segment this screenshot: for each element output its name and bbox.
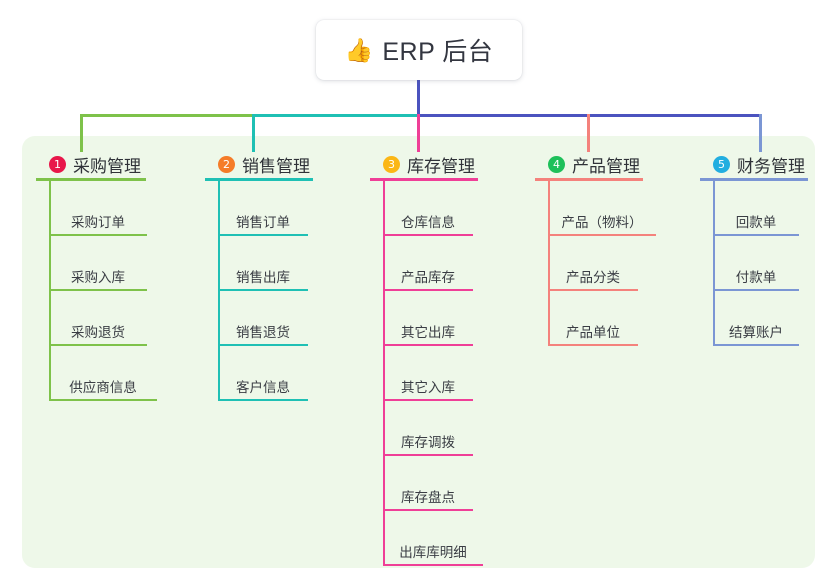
item-label: 产品（物料） (561, 215, 643, 230)
list-item[interactable]: 出库库明细 (383, 511, 483, 566)
list-item[interactable]: 仓库信息 (383, 181, 473, 236)
item-label: 采购订单 (71, 215, 125, 230)
branch-header-purchasing[interactable]: 1 采购管理 (36, 147, 157, 181)
item-label: 销售出库 (236, 270, 290, 285)
list-item[interactable]: 其它出库 (383, 291, 473, 346)
list-item[interactable]: 产品分类 (548, 236, 638, 291)
list-item[interactable]: 客户信息 (218, 346, 308, 401)
item-label: 其它入库 (401, 380, 455, 395)
branch-header-sales[interactable]: 2 销售管理 (205, 147, 313, 181)
list-item[interactable]: 回款单 (713, 181, 799, 236)
list-item[interactable]: 库存盘点 (383, 456, 473, 511)
list-item[interactable]: 供应商信息 (49, 346, 157, 401)
list-item[interactable]: 采购入库 (49, 236, 147, 291)
branch-column-finance: 5 财务管理 回款单 付款单 结算账户 (700, 147, 808, 346)
branch-items-purchasing: 采购订单 采购入库 采购退货 供应商信息 (49, 181, 157, 401)
branch-header-inventory[interactable]: 3 库存管理 (370, 147, 483, 181)
item-label: 销售退货 (236, 325, 290, 340)
branch-badge-5: 5 (713, 155, 730, 173)
branch-column-sales: 2 销售管理 销售订单 销售出库 销售退货 客户信息 (205, 147, 313, 401)
root-node[interactable]: 👍 ERP 后台 (316, 20, 522, 80)
list-item[interactable]: 其它入库 (383, 346, 473, 401)
item-label: 其它出库 (401, 325, 455, 340)
list-item[interactable]: 产品库存 (383, 236, 473, 291)
branch-header-product[interactable]: 4 产品管理 (535, 147, 656, 181)
list-item[interactable]: 采购订单 (49, 181, 147, 236)
list-item[interactable]: 销售订单 (218, 181, 308, 236)
list-item[interactable]: 产品单位 (548, 291, 638, 346)
branch-badge-4: 4 (548, 155, 565, 173)
branch-items-inventory: 仓库信息 产品库存 其它出库 其它入库 库存调拨 库存盘点 出库库明细 (383, 181, 483, 566)
branch-badge-1: 1 (49, 155, 66, 173)
list-item[interactable]: 销售退货 (218, 291, 308, 346)
branch-column-inventory: 3 库存管理 仓库信息 产品库存 其它出库 其它入库 库存调拨 库存盘点 (370, 147, 483, 566)
branch-title-inventory: 库存管理 (407, 156, 475, 176)
item-label: 产品单位 (566, 325, 620, 340)
item-label: 回款单 (735, 215, 777, 230)
list-item[interactable]: 结算账户 (713, 291, 799, 346)
branch-badge-3: 3 (383, 155, 400, 173)
list-item[interactable]: 库存调拨 (383, 401, 473, 456)
item-label: 库存盘点 (401, 490, 455, 505)
branch-title-product: 产品管理 (572, 156, 640, 176)
item-label: 出库库明细 (399, 545, 467, 560)
list-item[interactable]: 付款单 (713, 236, 799, 291)
branch-items-sales: 销售订单 销售出库 销售退货 客户信息 (218, 181, 310, 401)
branch-badge-2: 2 (218, 155, 235, 173)
branch-header-finance[interactable]: 5 财务管理 (700, 147, 808, 181)
branch-column-purchasing: 1 采购管理 采购订单 采购入库 采购退货 供应商信息 (36, 147, 157, 401)
branch-items-product: 产品（物料） 产品分类 产品单位 (548, 181, 656, 346)
item-label: 仓库信息 (401, 215, 455, 230)
branch-title-sales: 销售管理 (242, 156, 310, 176)
item-label: 供应商信息 (69, 380, 137, 395)
item-label: 采购入库 (71, 270, 125, 285)
branch-title-finance: 财务管理 (737, 156, 805, 176)
item-label: 库存调拨 (401, 435, 455, 450)
item-label: 付款单 (735, 270, 777, 285)
item-label: 产品库存 (401, 270, 455, 285)
item-label: 产品分类 (566, 270, 620, 285)
item-label: 客户信息 (236, 380, 290, 395)
branches-panel (22, 136, 815, 568)
branch-title-purchasing: 采购管理 (73, 156, 141, 176)
list-item[interactable]: 产品（物料） (548, 181, 656, 236)
list-item[interactable]: 销售出库 (218, 236, 308, 291)
root-title: ERP 后台 (382, 38, 494, 66)
branch-items-finance: 回款单 付款单 结算账户 (713, 181, 805, 346)
item-label: 销售订单 (236, 215, 290, 230)
item-label: 采购退货 (71, 325, 125, 340)
list-item[interactable]: 采购退货 (49, 291, 147, 346)
branch-column-product: 4 产品管理 产品（物料） 产品分类 产品单位 (535, 147, 656, 346)
thumbs-up-icon: 👍 (344, 36, 374, 63)
item-label: 结算账户 (729, 325, 783, 340)
